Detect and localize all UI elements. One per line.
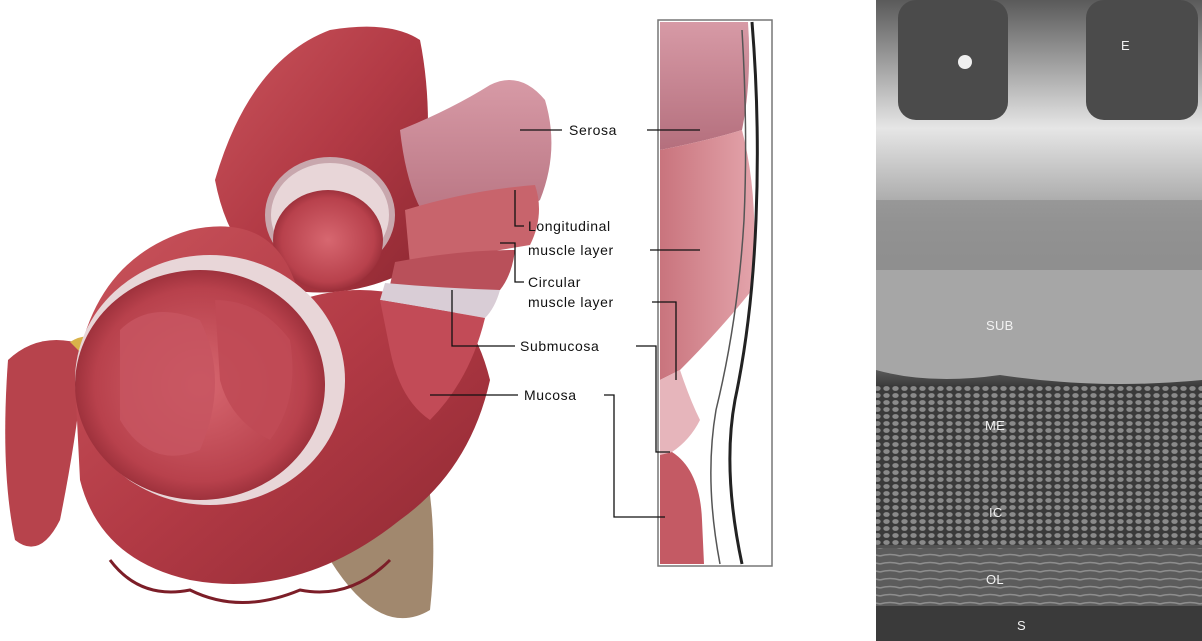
micrograph: E SUB ME IC OL S [876, 0, 1202, 641]
micro-label-s: S [1017, 618, 1026, 633]
micro-label-e: E [1121, 38, 1130, 53]
label-serosa: Serosa [569, 122, 617, 138]
micro-label-me: ME [985, 418, 1005, 433]
lamina-band [876, 200, 1202, 270]
epithelium-vacuole [958, 55, 972, 69]
label-circular-1: Circular [528, 274, 581, 290]
label-circular-2: muscle layer [528, 294, 614, 310]
wall-detail-panel [658, 20, 772, 566]
mucosal-fold [120, 312, 215, 456]
label-mucosa: Mucosa [524, 387, 577, 403]
epithelium-block-right [1086, 0, 1198, 120]
micro-label-ic: IC [989, 505, 1003, 520]
label-longitudinal-2: muscle layer [528, 242, 614, 258]
submucosa-region [876, 270, 1202, 384]
colon-illustration [5, 27, 551, 619]
label-submucosa: Submucosa [520, 338, 599, 354]
micro-label-ol: OL [986, 572, 1004, 587]
epithelium-block-left [898, 0, 1008, 120]
muscle-cell-layer [876, 385, 1202, 545]
fibre-layer [876, 548, 1202, 606]
panel-serosa [660, 22, 749, 150]
label-longitudinal-1: Longitudinal [528, 218, 611, 234]
micro-label-sub: SUB [986, 318, 1014, 333]
serosa-bottom [876, 606, 1202, 641]
colon-side-lobe [5, 340, 85, 547]
